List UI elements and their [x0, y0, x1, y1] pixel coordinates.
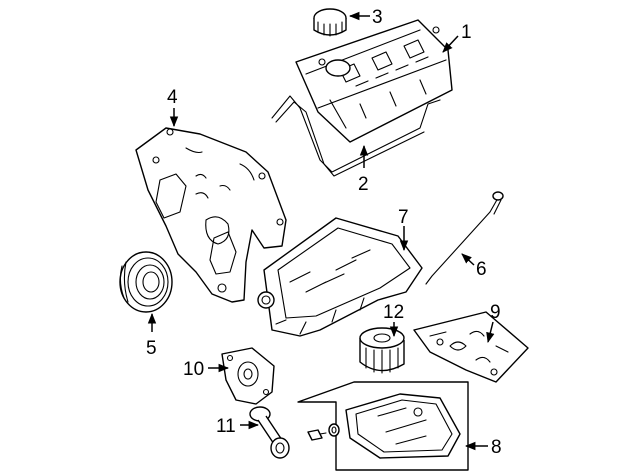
callout-6: 6: [476, 259, 487, 280]
drain-plug-and-washer[interactable]: [307, 423, 340, 441]
callout-9: 9: [490, 302, 501, 323]
timing-cover[interactable]: [135, 127, 287, 303]
callout-8: 8: [491, 437, 502, 458]
oil-strainer[interactable]: [249, 406, 290, 459]
callout-12: 12: [383, 302, 404, 323]
callout-11: 11: [216, 416, 236, 437]
crankshaft-pulley[interactable]: [119, 251, 173, 313]
callout-3: 3: [372, 7, 383, 28]
valve-cover-gasket[interactable]: [271, 95, 441, 177]
callout-10: 10: [183, 359, 204, 380]
callout-5: 5: [146, 338, 157, 359]
upper-oil-pan[interactable]: [257, 217, 423, 337]
oil-filter[interactable]: [359, 327, 405, 374]
oil-dipstick[interactable]: [425, 191, 504, 285]
oil-pump[interactable]: [221, 347, 275, 405]
oil-pan-baffle[interactable]: [413, 311, 529, 383]
callout-1: 1: [461, 22, 472, 43]
callout-7: 7: [398, 207, 409, 228]
valve-cover[interactable]: [295, 19, 453, 143]
callout-2: 2: [358, 174, 369, 195]
lower-oil-pan[interactable]: [345, 393, 461, 459]
oil-filler-cap[interactable]: [313, 8, 347, 37]
callout-4: 4: [167, 87, 178, 108]
